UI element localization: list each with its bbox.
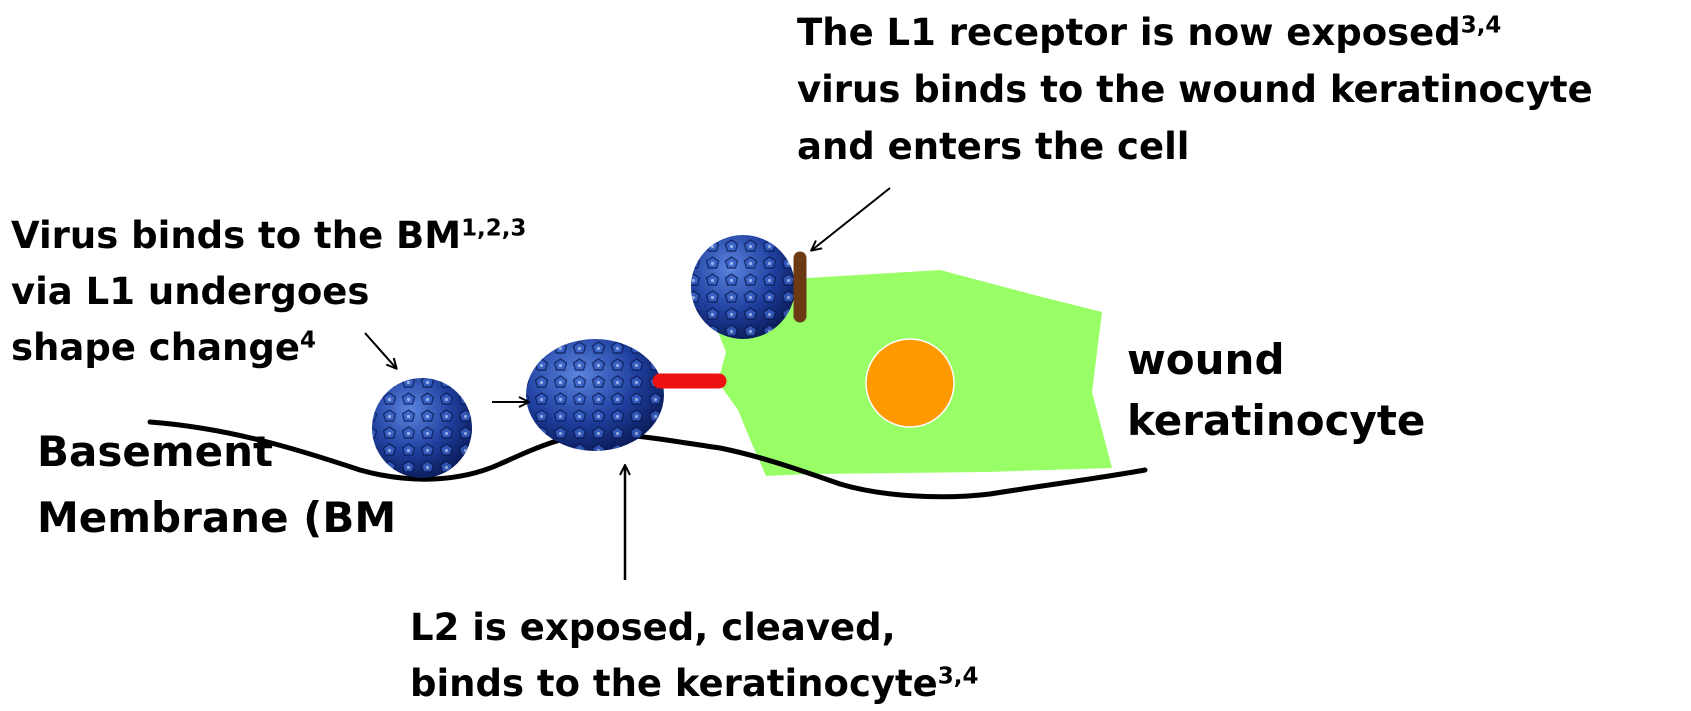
wound-keratinocyte-label-line2: keratinocyte xyxy=(1127,390,1425,451)
wound-keratinocyte-label: wound keratinocyte xyxy=(1127,329,1425,451)
l1-receptor-label-line1: The L1 receptor is now exposed3,4 xyxy=(797,4,1593,61)
l1-receptor-label-line3: and enters the cell xyxy=(797,118,1593,175)
citation-superscript: 3,4 xyxy=(938,663,979,689)
l2-exposed-label-line1: L2 is exposed, cleaved, xyxy=(410,600,978,656)
citation-superscript: 4 xyxy=(300,327,316,353)
wound-keratinocyte-label-line1: wound xyxy=(1127,329,1425,390)
virus-binds-bm-label-line2: via L1 undergoes xyxy=(11,264,526,320)
basement-membrane-label-line1: Basement xyxy=(37,419,396,485)
l1-receptor-label-line2: virus binds to the wound keratinocyte xyxy=(797,61,1593,118)
virus-particle-icon xyxy=(691,235,795,339)
l2-exposed-label-line2: binds to the keratinocyte3,4 xyxy=(410,656,978,711)
nucleus xyxy=(866,339,954,427)
basement-membrane-label-line2: Membrane (BM xyxy=(37,485,396,551)
citation-superscript: 1,2,3 xyxy=(461,215,526,241)
l2-exposed-label: L2 is exposed, cleaved, binds to the ker… xyxy=(410,600,978,711)
virus-binds-bm-label: Virus binds to the BM1,2,3 via L1 underg… xyxy=(11,208,526,376)
virus-binds-bm-label-line3: shape change4 xyxy=(11,320,526,376)
l1-receptor-label: The L1 receptor is now exposed3,4 virus … xyxy=(797,4,1593,175)
arrow-icon xyxy=(812,188,890,250)
virus-particle-icon xyxy=(526,339,664,451)
basement-membrane-label: Basement Membrane (BM xyxy=(37,419,396,551)
virus-binds-bm-label-line1: Virus binds to the BM1,2,3 xyxy=(11,208,526,264)
citation-superscript: 3,4 xyxy=(1461,12,1502,38)
